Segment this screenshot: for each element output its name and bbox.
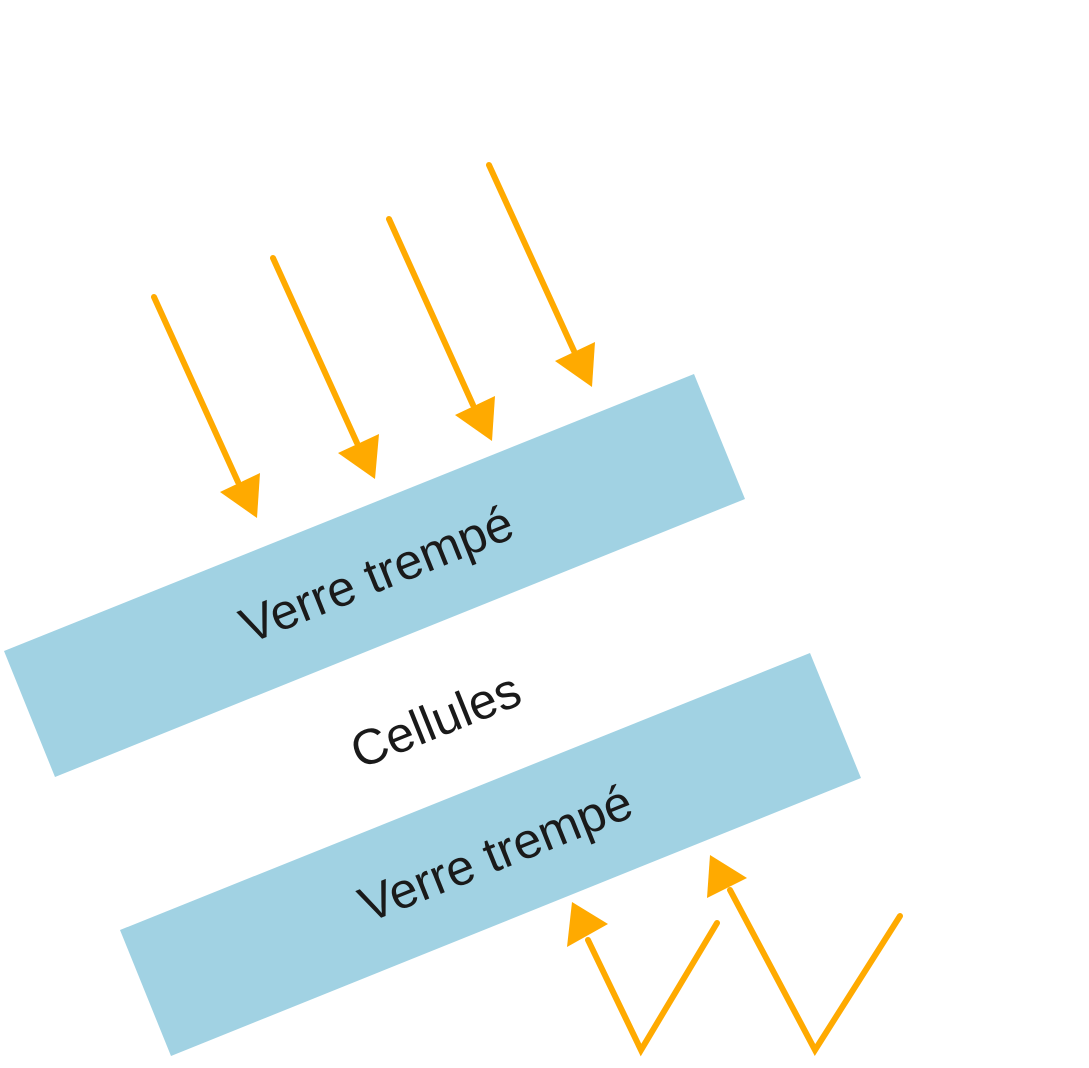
- incoming-ray: [386, 216, 476, 408]
- top-glass-layer: [4, 374, 745, 777]
- incoming-light-rays: [151, 162, 595, 518]
- rear-ray-left: [585, 920, 720, 1057]
- incoming-ray: [270, 255, 360, 446]
- incoming-ray: [486, 162, 577, 354]
- incoming-ray-arrowhead: [555, 342, 595, 387]
- rear-ray-right-arrowhead: [707, 855, 747, 898]
- incoming-ray-arrowhead: [338, 434, 379, 479]
- bottom-glass-layer: [120, 653, 861, 1056]
- incoming-ray: [151, 294, 241, 485]
- rear-ray-left-arrowhead: [567, 902, 608, 947]
- cells-label: Cellules: [343, 661, 529, 779]
- rear-ray-right: [727, 887, 903, 1056]
- incoming-ray-arrowhead: [220, 473, 260, 518]
- incoming-ray-arrowhead: [455, 396, 495, 441]
- rear-light-rays: [567, 855, 903, 1057]
